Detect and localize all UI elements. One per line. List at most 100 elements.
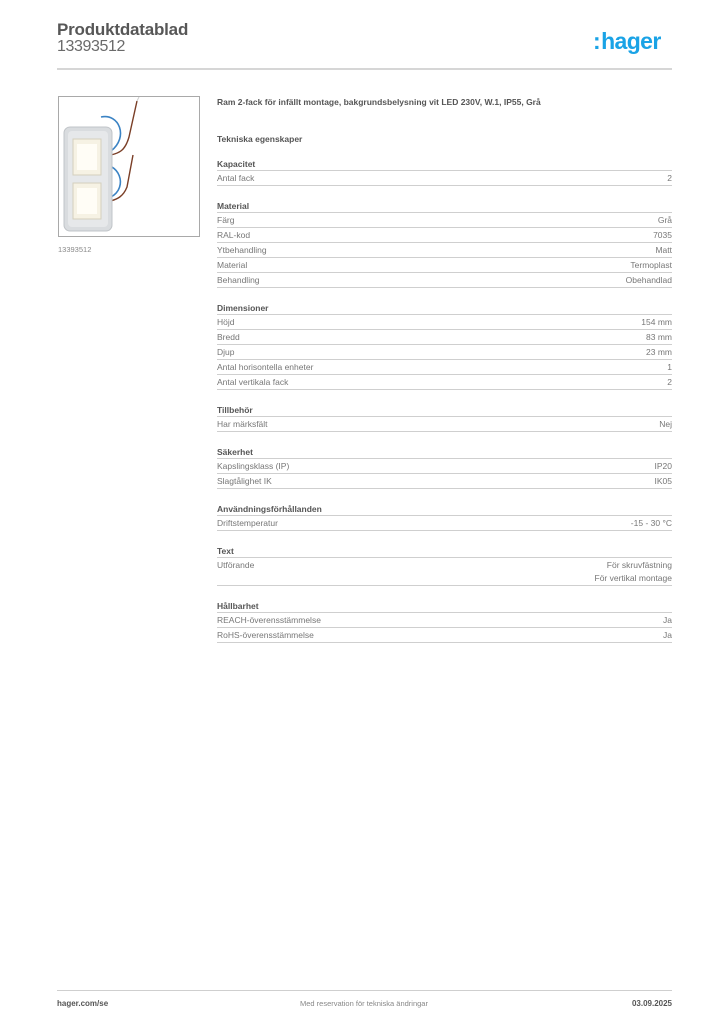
spec-value: 154 mm (641, 316, 672, 329)
spec-value-line: 154 mm (641, 317, 672, 327)
spec-row: Höjd 154 mm (217, 315, 672, 330)
logo-colon: : (593, 28, 601, 54)
spec-label: Slagtålighet IK (217, 476, 272, 486)
spec-label: Djup (217, 347, 235, 357)
spec-row: Ytbehandling Matt (217, 243, 672, 258)
spec-label: Antal horisontella enheter (217, 362, 314, 372)
spec-value-line: Termoplast (630, 260, 672, 270)
spec-row: Antal vertikala fack 2 (217, 375, 672, 390)
spec-value-line: 1 (667, 362, 672, 372)
spec-group-title: Säkerhet (217, 446, 672, 459)
spec-label: Kapslingsklass (IP) (217, 461, 290, 471)
spec-value: Termoplast (630, 259, 672, 272)
spec-value-line: 2 (667, 173, 672, 183)
spec-value: 2 (667, 376, 672, 389)
spec-row: REACH-överensstämmelse Ja (217, 613, 672, 628)
spec-label: REACH-överensstämmelse (217, 614, 321, 625)
spec-value-line: 83 mm (646, 332, 672, 342)
spec-label: Ytbehandling (217, 245, 267, 255)
product-number: 13393512 (57, 38, 125, 55)
spec-value: Grå (658, 214, 672, 227)
spec-value-line: För vertikal montage (594, 572, 672, 583)
spec-group-title: Material (217, 200, 672, 213)
spec-value: Obehandlad (626, 274, 672, 287)
spec-value: 23 mm (646, 346, 672, 359)
spec-value-line: Nej (659, 419, 672, 429)
spec-row: RoHS-överensstämmelse Ja (217, 628, 672, 643)
spec-value: 83 mm (646, 331, 672, 344)
spec-label: Behandling (217, 275, 260, 285)
logo-text: hager (601, 28, 661, 54)
spec-row: Antal fack 2 (217, 171, 672, 186)
spec-label: Utförande (217, 560, 255, 570)
spec-label: RAL-kod (217, 230, 251, 240)
page-title: Produktdatablad (57, 20, 189, 39)
footer-date: 03.09.2025 (631, 999, 672, 1008)
spec-row: Driftstemperatur -15 - 30 °C (217, 516, 672, 531)
spec-row: Slagtålighet IK IK05 (217, 474, 672, 489)
spec-row: Behandling Obehandlad (217, 273, 672, 288)
header-divider (57, 68, 672, 70)
spec-value-line: 7035 (653, 230, 672, 240)
product-image (58, 96, 200, 237)
product-details: Ram 2-fack för infällt montage, bakgrund… (217, 97, 672, 643)
spec-row: Material Termoplast (217, 258, 672, 273)
spec-group-title: Användningsförhållanden (217, 503, 672, 516)
spec-group-title: Tillbehör (217, 404, 672, 417)
spec-group-title: Text (217, 545, 672, 558)
spec-label: Antal fack (217, 173, 255, 183)
spec-row: Antal horisontella enheter 1 (217, 360, 672, 375)
spec-row: Kapslingsklass (IP) IP20 (217, 459, 672, 474)
spec-value: 1 (667, 361, 672, 374)
spec-value: Matt (655, 244, 672, 257)
footer-website[interactable]: hager.com/se (57, 999, 109, 1008)
spec-value-line: 2 (667, 377, 672, 387)
product-title: Ram 2-fack för infällt montage, bakgrund… (217, 97, 541, 107)
spec-label: Antal vertikala fack (217, 377, 289, 387)
spec-value-line: För skruvfästning (606, 560, 672, 570)
spec-value: Nej (659, 418, 672, 431)
section-heading: Tekniska egenskaper (217, 134, 303, 144)
spec-label: Material (217, 260, 248, 270)
spec-value-line: Obehandlad (625, 275, 672, 285)
spec-value-line: Ja (663, 629, 672, 640)
spec-group-title: Dimensioner (217, 302, 672, 315)
spec-row: Djup 23 mm (217, 345, 672, 360)
spec-value: Ja (663, 614, 672, 627)
spec-value-line: Ja (663, 614, 672, 625)
spec-row: RAL-kod 7035 (217, 228, 672, 243)
spec-value-line: Matt (655, 245, 672, 255)
footer-disclaimer: Med reservation för tekniska ändringar (300, 999, 428, 1008)
image-caption: 13393512 (58, 245, 92, 254)
spec-value-line: -15 - 30 °C (630, 518, 672, 528)
spec-value-line: IP20 (654, 461, 673, 471)
spec-group-title: Hållbarhet (217, 600, 672, 613)
spec-label: Har märksfält (217, 419, 268, 429)
spec-label: Höjd (217, 317, 235, 327)
spec-value-line: IK05 (654, 476, 673, 486)
spec-label: Färg (217, 215, 235, 225)
spec-value: Ja (663, 629, 672, 642)
spec-value: 2 (667, 172, 672, 185)
spec-row: Färg Grå (217, 213, 672, 228)
spec-label: RoHS-överensstämmelse (217, 629, 314, 640)
product-frame-illustration-icon (63, 96, 140, 232)
spec-value-line: 23 mm (646, 347, 672, 357)
spec-row: Har märksfält Nej (217, 417, 672, 432)
spec-row: Bredd 83 mm (217, 330, 672, 345)
spec-value: IK05 (655, 475, 673, 488)
hager-logo: :hager (593, 28, 661, 55)
spec-label: Bredd (217, 332, 240, 342)
spec-value: 7035 (653, 229, 672, 242)
spec-value-line: Grå (657, 215, 672, 225)
spec-label: Driftstemperatur (217, 518, 278, 528)
footer-divider (57, 990, 672, 991)
